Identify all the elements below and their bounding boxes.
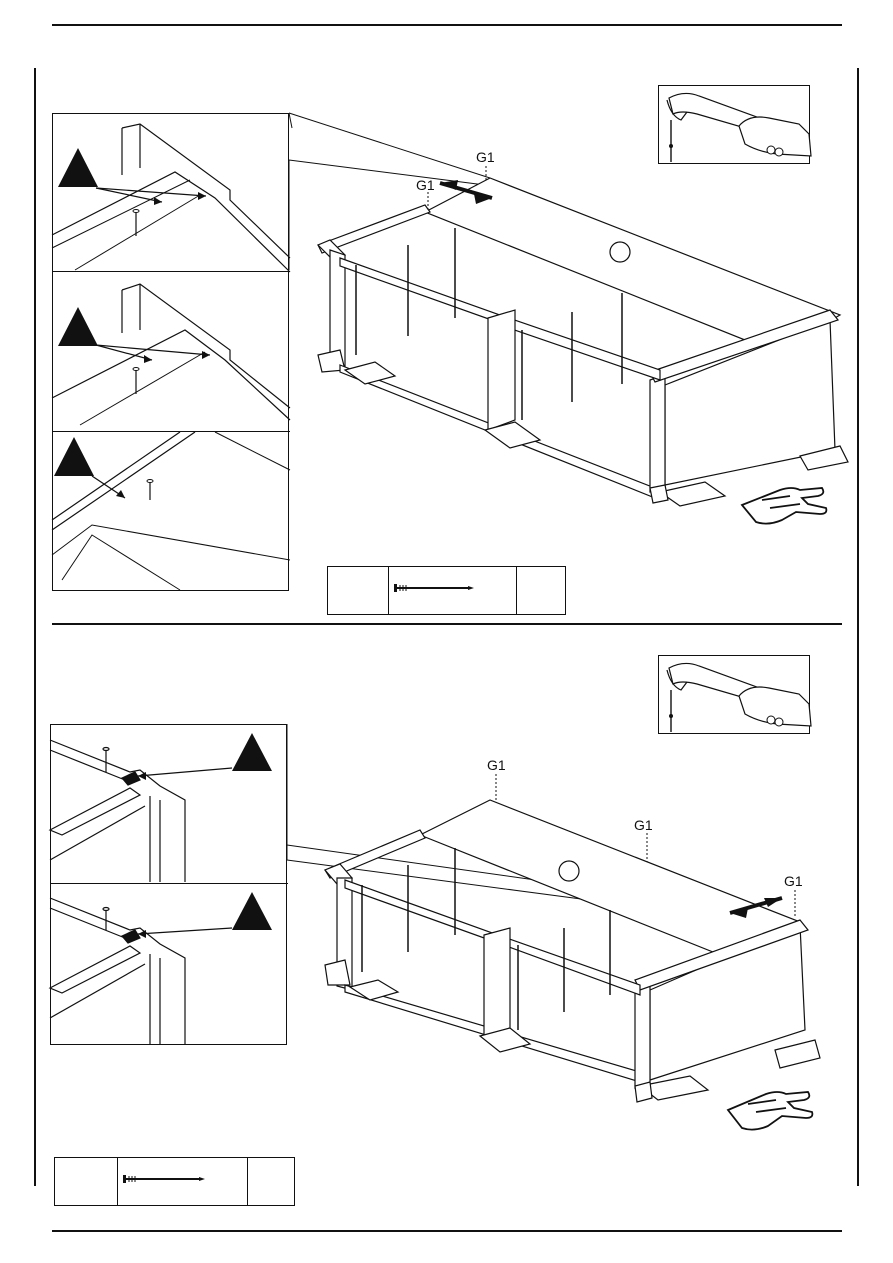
nail-icon xyxy=(103,748,109,773)
parts-code-cell xyxy=(55,1158,118,1205)
g1-label-b: G1 xyxy=(634,817,653,833)
parts-qty-cell xyxy=(247,1158,294,1205)
g1-label-a: G1 xyxy=(487,757,506,773)
cabinet-step2 xyxy=(325,800,820,1102)
g1-label-c: G1 xyxy=(784,873,803,889)
cable-hole xyxy=(559,861,579,881)
pointing-hand-icon xyxy=(728,1092,812,1130)
parts-table-step2 xyxy=(54,1157,295,1206)
detail-a xyxy=(50,733,272,882)
parts-image-cell xyxy=(117,1158,248,1205)
warning-triangle-icon xyxy=(232,892,272,930)
detail-b xyxy=(50,892,272,1044)
nail-icon xyxy=(103,908,109,931)
nail-icon xyxy=(123,1174,205,1184)
warning-triangle-icon xyxy=(232,733,272,771)
